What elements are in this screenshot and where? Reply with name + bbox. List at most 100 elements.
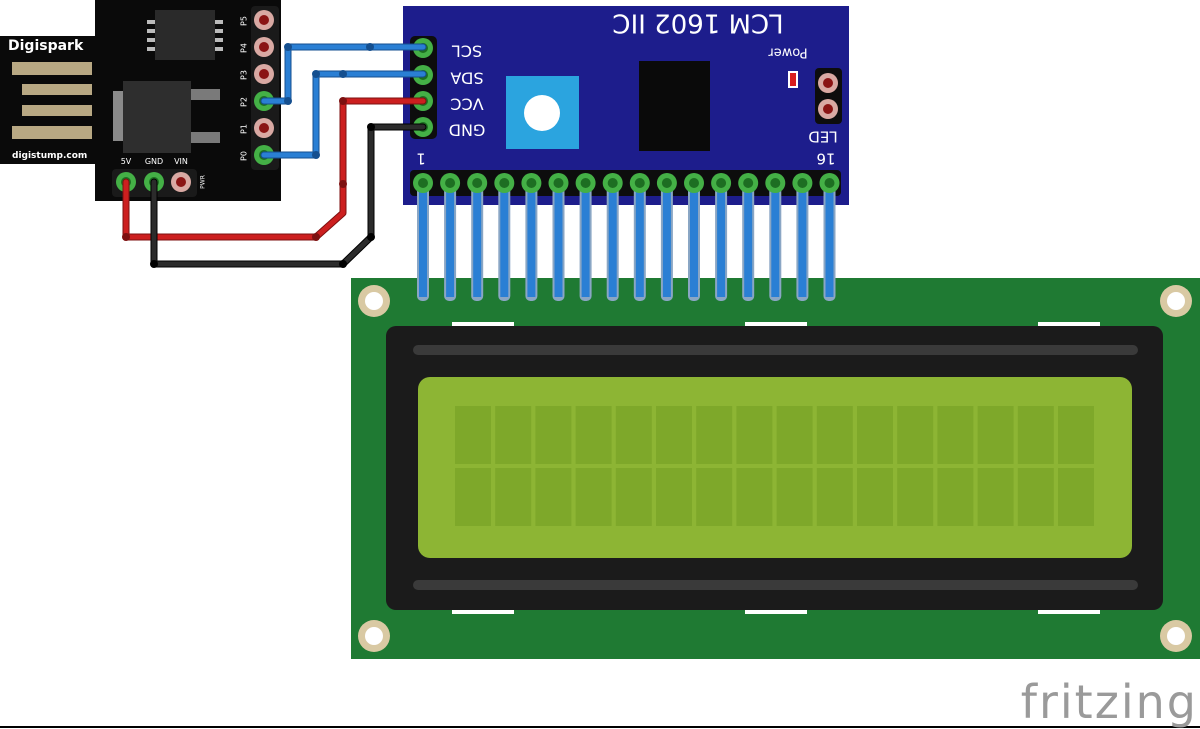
lcd-character-cell — [937, 468, 974, 526]
led-label: LED — [808, 128, 837, 146]
lcd-header-pin — [575, 173, 596, 301]
pin-label-p1: P1 — [240, 124, 249, 134]
fritzing-watermark: fritzing — [1021, 675, 1198, 729]
lcd-header-pin — [494, 173, 515, 301]
i2c-pin-label-sda: SDA — [450, 69, 483, 88]
lcd-header-pin — [521, 173, 542, 301]
lcd-character-cell — [535, 406, 572, 464]
i2c-pin-label-gnd: GND — [449, 121, 486, 140]
bezel-tab — [1038, 608, 1100, 614]
lcd-screen — [418, 377, 1132, 558]
digispark-website: digistump.com — [12, 151, 87, 161]
led-jumper — [815, 68, 842, 124]
lcd-character-cell — [977, 468, 1014, 526]
pin-label-vin: VIN — [174, 157, 188, 166]
lcd-character-cell — [977, 406, 1014, 464]
lcd-character-cell — [736, 406, 773, 464]
digispark-pin-p5 — [254, 10, 274, 30]
lcd-character-cell — [615, 406, 652, 464]
bezel-tab — [745, 322, 807, 328]
digispark-pin-p3 — [254, 64, 274, 84]
lcd-character-cell — [615, 468, 652, 526]
bezel-tab — [452, 608, 514, 614]
pin-1-label: 1 — [416, 150, 426, 168]
pin-16-label: 16 — [816, 150, 835, 168]
lcd-character-cell — [455, 406, 491, 464]
lcd-header-pin — [548, 173, 569, 301]
lcd-header-pin — [602, 173, 623, 301]
lcd-character-cell — [575, 406, 612, 464]
lcd-character-cell — [495, 468, 532, 526]
power-led-light — [790, 73, 796, 86]
usb-contact — [12, 126, 92, 139]
i2c-chip — [639, 61, 710, 151]
digispark-pin-vin — [171, 172, 191, 192]
lcd-character-cell — [1017, 468, 1054, 526]
lcd-mounting-hole — [1160, 620, 1192, 652]
digispark-board: Digispark digistump.com — [0, 0, 281, 201]
lcd-header-pin — [440, 173, 461, 301]
lcd-character-cell — [656, 468, 692, 526]
bezel-slot — [413, 345, 1138, 355]
wire-gnd — [150, 123, 427, 268]
i2c-module: LCM 1602 IIC Power LED 16 1 SCL SDA — [403, 6, 849, 301]
bezel-tab — [1038, 322, 1100, 328]
attiny-chip — [147, 10, 223, 60]
digispark-header — [251, 6, 279, 170]
lcd-header-pin — [738, 173, 759, 301]
lcd-character-cell — [1058, 406, 1094, 464]
i2c-pin-label-scl: SCL — [452, 42, 482, 61]
lcd-character-cell — [656, 406, 692, 464]
pin-label-gnd: GND — [145, 157, 163, 166]
i2c-pin-label-vcc: VCC — [450, 95, 483, 114]
wire-scl — [260, 43, 427, 105]
bezel-tab — [452, 322, 514, 328]
digispark-title: Digispark — [8, 38, 84, 54]
digispark-pin-p4 — [254, 37, 274, 57]
lcd-header-pin — [467, 173, 488, 301]
lcd-character-cell — [736, 468, 773, 526]
lcd-character-cell — [816, 468, 853, 526]
lcd-character-cell — [535, 468, 572, 526]
lcd-character-cell — [696, 406, 733, 464]
digispark-usb-tab — [0, 36, 100, 164]
voltage-regulator — [113, 81, 220, 153]
wire-bend-points — [122, 43, 375, 268]
lcd-character-cell — [696, 468, 733, 526]
pin-label-p5: P5 — [240, 16, 249, 26]
lcd-character-cell — [897, 406, 934, 464]
lcd-display — [351, 278, 1200, 659]
bezel-slot — [413, 580, 1138, 590]
lcd-character-cell — [897, 468, 934, 526]
lcd-header-pin — [765, 173, 786, 301]
lcd-mounting-hole — [1160, 285, 1192, 317]
lcd-character-cell — [857, 406, 893, 464]
lcd-header-pin — [684, 173, 704, 301]
power-label: Power — [768, 45, 808, 60]
usb-contact — [22, 105, 92, 116]
bezel-tab — [745, 608, 807, 614]
pin-label-p2: P2 — [240, 97, 249, 107]
lcd-header-pin — [792, 173, 813, 301]
i2c-title: LCM 1602 IIC — [612, 8, 783, 38]
wire-sda — [260, 70, 427, 159]
wire-vcc — [122, 97, 427, 241]
lcd-header-pin — [819, 173, 840, 301]
lcd-character-cell — [776, 406, 813, 464]
lcd-header-pin — [413, 173, 433, 301]
lcd-header-pin — [711, 173, 732, 301]
pin-label-p4: P4 — [240, 43, 249, 53]
lcd-character-cell — [575, 468, 612, 526]
lcd-header-pin — [656, 173, 677, 301]
lcd-character-grid — [455, 406, 1094, 526]
lcd-character-cell — [495, 406, 532, 464]
lcd-header-housing — [410, 170, 841, 196]
potentiometer — [506, 76, 579, 149]
lcd-mounting-hole — [358, 285, 390, 317]
lcd-character-cell — [937, 406, 974, 464]
lcd-mounting-hole — [358, 620, 390, 652]
lcd-character-cell — [1058, 468, 1094, 526]
lcd-character-cell — [816, 406, 853, 464]
lcd-character-cell — [857, 468, 893, 526]
